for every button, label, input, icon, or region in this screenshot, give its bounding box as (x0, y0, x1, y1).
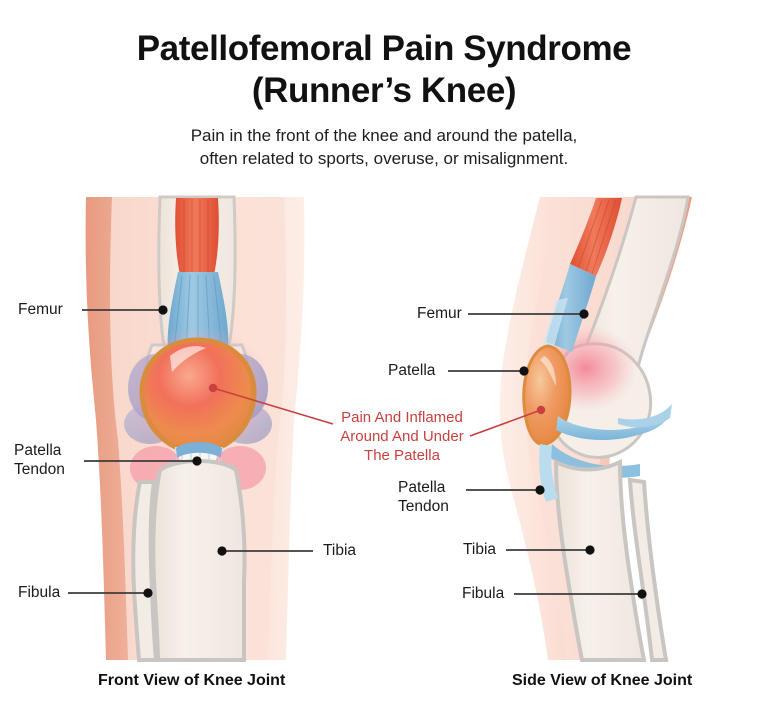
side-view-leader-lines (448, 313, 639, 595)
side-label-femur: Femur (417, 304, 462, 323)
side-view-figure (499, 195, 692, 662)
pain-callout-leader-dots (208, 383, 546, 415)
front-label-fibula-line-1: Fibula (18, 584, 61, 601)
side-label-tibia-line-1: Tibia (463, 541, 497, 558)
front-view-caption: Front View of Knee Joint (98, 672, 286, 689)
title-line-2: (Runner’s Knee) (251, 71, 517, 110)
page-title: Patellofemoral Pain Syndrome (Runner’s K… (0, 28, 768, 112)
front-label-tibia-line-1: Tibia (323, 542, 357, 559)
side-label-patella-tendon-line-2: Tendon (398, 498, 449, 515)
front-label-femur-line-1: Femur (18, 301, 63, 318)
side-label-patella-line-1: Patella (388, 362, 436, 379)
page-subtitle: Pain in the front of the knee and around… (0, 124, 768, 170)
side-label-patella-tendon: Patella Tendon (398, 478, 449, 516)
side-label-patella-tendon-line-1: Patella (398, 479, 446, 496)
side-label-patella: Patella (388, 361, 435, 380)
side-label-fibula: Fibula (462, 584, 504, 603)
front-label-patella-tendon: Patella Tendon (14, 441, 65, 479)
front-label-fibula: Fibula (18, 583, 60, 602)
pain-callout-leader-lines (212, 387, 542, 437)
front-label-tibia: Tibia (323, 541, 356, 560)
front-view-figure (85, 195, 305, 662)
subtitle-line-1: Pain in the front of the knee and around… (190, 126, 578, 145)
side-label-fibula-line-1: Fibula (462, 585, 505, 602)
side-label-tibia: Tibia (463, 540, 496, 559)
pain-callout-line-2: Around And Under (340, 428, 464, 445)
front-label-femur: Femur (18, 300, 63, 319)
side-label-femur-line-1: Femur (417, 305, 462, 322)
front-view-leader-dots (143, 305, 227, 598)
side-view-caption: Side View of Knee Joint (512, 672, 693, 689)
front-label-patella-tendon-line-2: Tendon (14, 461, 65, 478)
subtitle-line-2: often related to sports, overuse, or mis… (199, 149, 569, 168)
pain-callout-line-1: Pain And Inflamed (341, 409, 463, 426)
pain-callout-text: Pain And Inflamed Around And Under The P… (338, 408, 466, 465)
front-view-leader-lines (68, 309, 313, 594)
title-line-1: Patellofemoral Pain Syndrome (136, 29, 632, 68)
pain-callout-line-3: The Patella (364, 447, 440, 464)
side-view-leader-dots (519, 309, 647, 599)
front-label-patella-tendon-line-1: Patella (14, 442, 62, 459)
